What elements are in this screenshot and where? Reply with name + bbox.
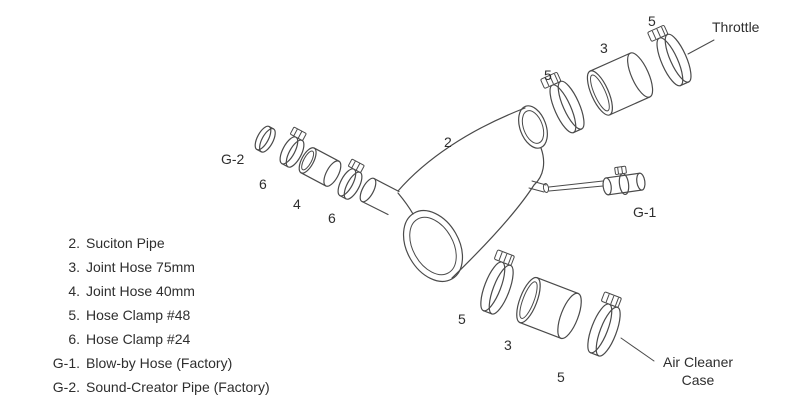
clamp48-bottom-left-drawing (480, 249, 515, 315)
legend-item-number: 3. (68, 259, 80, 275)
g1-blowby-part-drawing (602, 165, 646, 196)
legend-item-number: 4. (68, 283, 80, 299)
callout-clamp48-bottom-right: 5 (557, 369, 565, 385)
callout-suction-pipe: 2 (444, 134, 452, 150)
parts-legend: 2. Suciton Pipe 3. Joint Hose 75mm 4. Jo… (40, 231, 270, 399)
legend-item-text: Joint Hose 75mm (86, 259, 195, 275)
callout-air-cleaner-case: Air Cleaner Case (648, 353, 748, 389)
legend-item-number: 6. (68, 331, 80, 347)
legend-item-sound-creator-pipe: G-2. Sound-Creator Pipe (Factory) (40, 375, 270, 399)
callout-clamp24-left: 6 (259, 176, 267, 192)
legend-item-number: 2. (68, 235, 80, 251)
joint-hose-75-bottom-drawing (516, 276, 582, 340)
legend-item-joint-hose-75: 3. Joint Hose 75mm (40, 255, 270, 279)
clamp48-top-right-drawing (647, 25, 692, 87)
legend-item-text: Suciton Pipe (86, 235, 165, 251)
air-cleaner-leader-line (620, 337, 655, 362)
legend-item-text: Hose Clamp #48 (86, 307, 191, 323)
joint-hose-40-drawing (298, 147, 342, 187)
legend-item-joint-hose-40: 4. Joint Hose 40mm (40, 279, 270, 303)
legend-item-text: Hose Clamp #24 (86, 331, 191, 347)
callout-hose40: 4 (293, 196, 301, 212)
legend-item-suction-pipe: 2. Suciton Pipe (40, 231, 270, 255)
legend-item-hose-clamp-48: 5. Hose Clamp #48 (40, 303, 270, 327)
clamp48-bottom-right-drawing (587, 291, 622, 357)
callout-clamp48-top-outer: 5 (648, 13, 656, 29)
callout-air-cleaner-line1: Air Cleaner (662, 354, 734, 370)
callout-clamp24-right: 6 (328, 210, 336, 226)
legend-item-number: G-1. (52, 355, 80, 371)
clamp24-left-drawing (279, 126, 307, 168)
joint-hose-75-top-drawing (586, 52, 654, 116)
legend-item-blowby-hose: G-1. Blow-by Hose (Factory) (40, 351, 270, 375)
legend-item-text: Blow-by Hose (Factory) (86, 355, 233, 371)
callout-hose75-bottom: 3 (504, 337, 512, 353)
g2-sound-creator-pipe-end-drawing (254, 125, 276, 153)
callout-hose75-top: 3 (600, 40, 608, 56)
legend-item-hose-clamp-24: 6. Hose Clamp #24 (40, 327, 270, 351)
suction-pipe-drawing (359, 105, 550, 282)
callout-g2: G-2 (221, 151, 245, 167)
callout-air-cleaner-line2: Case (681, 372, 715, 388)
callout-g1: G-1 (633, 204, 657, 220)
callout-clamp48-top-inner: 5 (544, 67, 552, 83)
legend-item-number: 5. (68, 307, 80, 323)
callout-clamp48-bottom-left: 5 (458, 311, 466, 327)
blowby-hose-line-drawing (548, 180, 604, 192)
callout-throttle: Throttle (712, 19, 760, 35)
legend-item-text: Sound-Creator Pipe (Factory) (86, 379, 270, 395)
clamp24-right-drawing (337, 158, 365, 200)
clamp48-top-left-drawing (540, 72, 585, 134)
legend-item-text: Joint Hose 40mm (86, 283, 195, 299)
legend-item-number: G-2. (52, 379, 80, 395)
throttle-leader-line (687, 39, 715, 55)
